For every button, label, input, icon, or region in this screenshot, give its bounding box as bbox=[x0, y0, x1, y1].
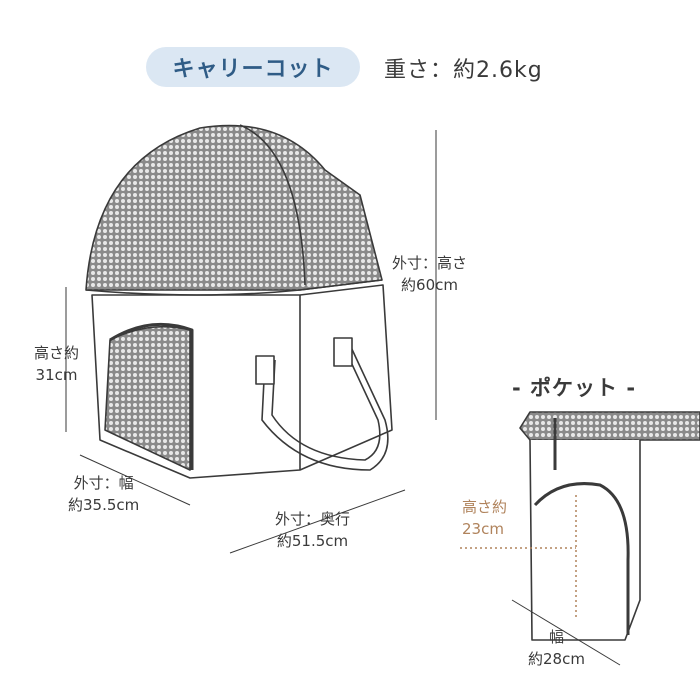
front-mesh-panel bbox=[104, 325, 191, 471]
width-label: 外寸：幅 約35.5cm bbox=[68, 472, 139, 516]
width-line bbox=[79, 454, 191, 506]
shoulder-strap bbox=[261, 344, 389, 471]
weight-text: 重さ：約2.6kg bbox=[384, 58, 543, 83]
width-caption: 外寸：幅 bbox=[73, 474, 134, 492]
body-height-caption: 高さ約 bbox=[34, 344, 80, 362]
depth-label: 外寸：奥行 約51.5cm bbox=[275, 508, 350, 552]
total-height-label: 外寸：高さ 約60cm bbox=[392, 252, 467, 296]
pocket-width-line bbox=[511, 599, 621, 666]
depth-line bbox=[229, 489, 406, 554]
body-height-value: 31cm bbox=[35, 366, 78, 384]
pocket-width-caption: 幅 bbox=[548, 628, 564, 646]
pocket-height-caption: 高さ約 bbox=[462, 498, 508, 516]
product-label-badge: キャリーコット bbox=[146, 47, 360, 87]
pocket-body bbox=[529, 439, 641, 641]
depth-caption: 外寸：奥行 bbox=[275, 510, 351, 528]
pocket-height-value: 23cm bbox=[462, 520, 504, 538]
total-height-caption: 外寸：高さ bbox=[392, 254, 468, 272]
width-value: 約35.5cm bbox=[68, 496, 140, 514]
pocket-width-value: 約28cm bbox=[528, 650, 585, 668]
pocket-width-label: 幅 約28cm bbox=[528, 626, 585, 670]
depth-value: 約51.5cm bbox=[276, 532, 349, 550]
pocket-height-label: 高さ約 23cm bbox=[462, 496, 507, 540]
pocket-mesh bbox=[519, 411, 700, 441]
body-height-label: 高さ約 31cm bbox=[34, 342, 79, 386]
canopy-mesh bbox=[85, 124, 383, 291]
pocket-title: - ポケット - bbox=[512, 376, 637, 400]
total-height-value: 約60cm bbox=[401, 276, 458, 294]
